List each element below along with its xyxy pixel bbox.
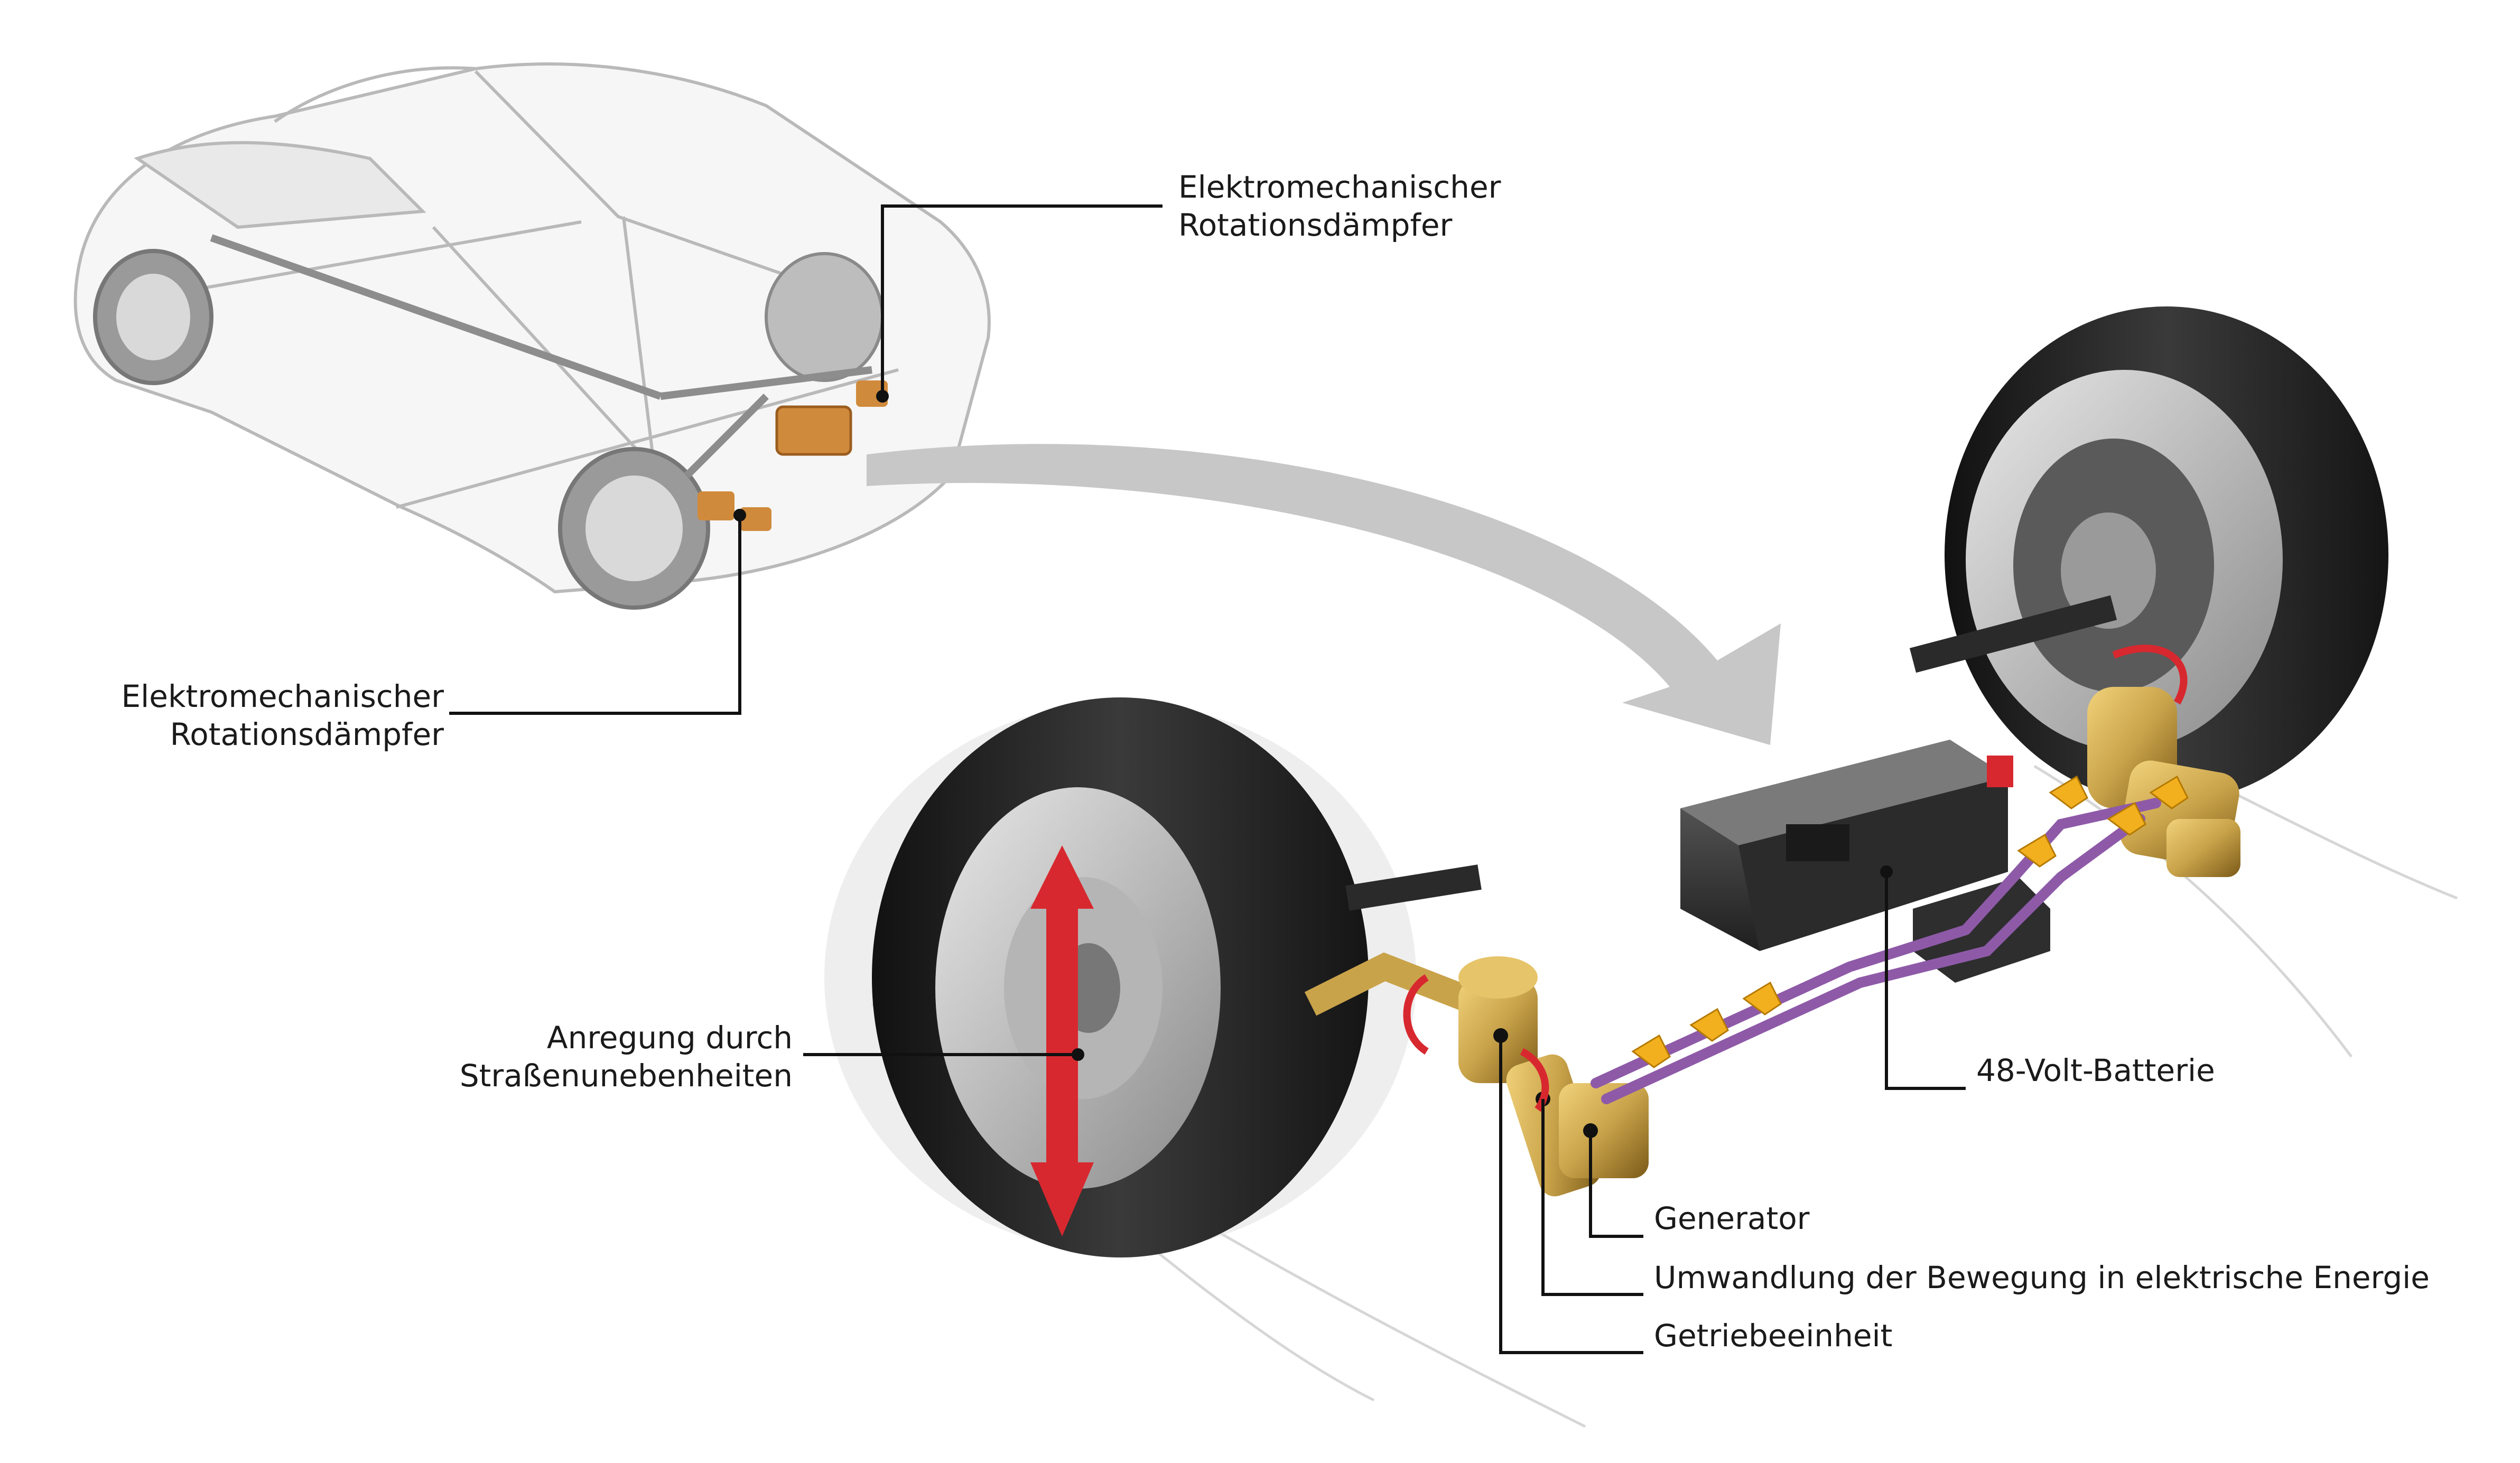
label-damper-left-line1: Elektromechanischer bbox=[121, 678, 444, 714]
car-drivetrain bbox=[210, 234, 872, 478]
car-dampers bbox=[698, 380, 889, 531]
label-gear-unit: Getriebeeinheit bbox=[1654, 1318, 1893, 1354]
label-conversion: Umwandlung der Bewegung in elektrische E… bbox=[1654, 1260, 2430, 1296]
label-excitation-line2: Straßenunebenheiten bbox=[459, 1058, 793, 1094]
right-axle bbox=[1909, 595, 2117, 673]
leader-lines-components bbox=[803, 872, 1966, 1354]
label-damper-top-line1: Elektromechanischer bbox=[1178, 169, 1501, 205]
label-damper-top-line2: Rotationsdämpfer bbox=[1178, 207, 1453, 243]
label-battery: 48-Volt-Batterie bbox=[1976, 1052, 2215, 1088]
label-excitation-line1: Anregung durch bbox=[546, 1020, 793, 1056]
left-wheel bbox=[824, 697, 1416, 1257]
label-damper-left: Elektromechanischer Rotationsdämpfer bbox=[63, 677, 444, 753]
bounce-arrow-icon bbox=[1030, 845, 1094, 1236]
car-front-wheel bbox=[93, 249, 213, 385]
right-rotation-arrow-icon bbox=[2112, 645, 2188, 705]
label-damper-left-line2: Rotationsdämpfer bbox=[170, 716, 444, 752]
right-damper-assembly bbox=[2087, 687, 2240, 877]
car-rear-wheel-far bbox=[765, 252, 884, 382]
car-rear-wheel bbox=[558, 447, 710, 610]
label-damper-top: Elektromechanischer Rotationsdämpfer bbox=[1178, 168, 1501, 244]
leader-lines-car bbox=[449, 204, 1163, 715]
label-generator: Generator bbox=[1654, 1200, 1810, 1236]
energy-flow-arrows bbox=[1631, 775, 2189, 1068]
battery-48v bbox=[1680, 740, 2013, 951]
left-axle bbox=[1345, 864, 1482, 911]
transition-arrow bbox=[867, 444, 1781, 745]
car-illustration bbox=[73, 62, 991, 594]
left-damper-assembly bbox=[1304, 952, 1649, 1197]
label-excitation: Anregung durch Straßenunebenheiten bbox=[370, 1019, 793, 1095]
